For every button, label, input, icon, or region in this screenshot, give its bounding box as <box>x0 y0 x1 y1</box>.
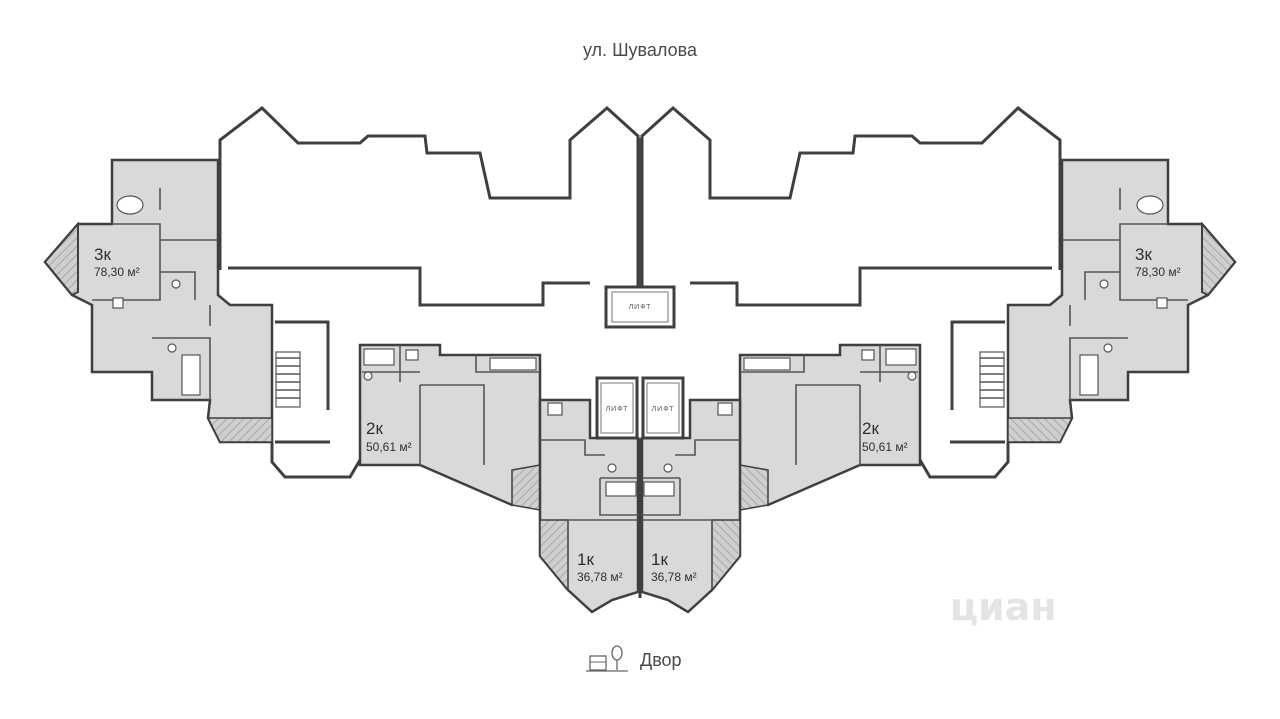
svg-text:50,61 м²: 50,61 м² <box>862 440 908 454</box>
stairwell-left <box>270 320 362 479</box>
lift-right: ЛИФТ <box>641 376 685 440</box>
label-2k-left: 2к 50,61 м² <box>366 419 412 454</box>
balcony-2k-left <box>511 464 541 511</box>
balcony-3k-left-bottom <box>206 417 273 443</box>
svg-text:ЛИФТ: ЛИФТ <box>606 406 629 413</box>
balcony-3k-left <box>43 221 79 297</box>
balcony-1k-left <box>539 519 569 593</box>
svg-text:3к: 3к <box>94 245 111 264</box>
svg-text:78,30 м²: 78,30 м² <box>94 265 140 279</box>
svg-text:2к: 2к <box>862 419 879 438</box>
watermark: циан <box>950 585 1057 629</box>
yard-label: Двор <box>640 649 682 670</box>
svg-text:78,30 м²: 78,30 м² <box>1135 265 1181 279</box>
svg-text:2к: 2к <box>366 419 383 438</box>
label-3k-right: 3к 78,30 м² <box>1135 245 1181 279</box>
svg-text:36,78 м²: 36,78 м² <box>577 570 623 584</box>
label-1k-right: 1к 36,78 м² <box>651 550 697 584</box>
label-2k-right: 2к 50,61 м² <box>862 419 908 454</box>
apartment-3k-left <box>43 158 274 444</box>
label-1k-left: 1к 36,78 м² <box>577 550 623 584</box>
lift-top: ЛИФТ <box>604 285 676 329</box>
svg-text:ЛИФТ: ЛИФТ <box>629 304 652 311</box>
right-wing <box>640 105 1237 614</box>
yard-marker: Двор <box>586 640 682 680</box>
svg-text:ЛИФТ: ЛИФТ <box>652 406 675 413</box>
svg-text:36,78 м²: 36,78 м² <box>651 570 697 584</box>
svg-text:3к: 3к <box>1135 245 1152 264</box>
label-3k-left: 3к 78,30 м² <box>94 245 140 279</box>
street-label: ул. Шувалова <box>582 40 698 60</box>
lift-left: ЛИФТ <box>595 376 639 440</box>
svg-text:50,61 м²: 50,61 м² <box>366 440 412 454</box>
svg-text:1к: 1к <box>651 550 668 569</box>
playground-icon <box>586 642 628 679</box>
svg-text:1к: 1к <box>577 550 594 569</box>
left-wing <box>43 105 640 614</box>
